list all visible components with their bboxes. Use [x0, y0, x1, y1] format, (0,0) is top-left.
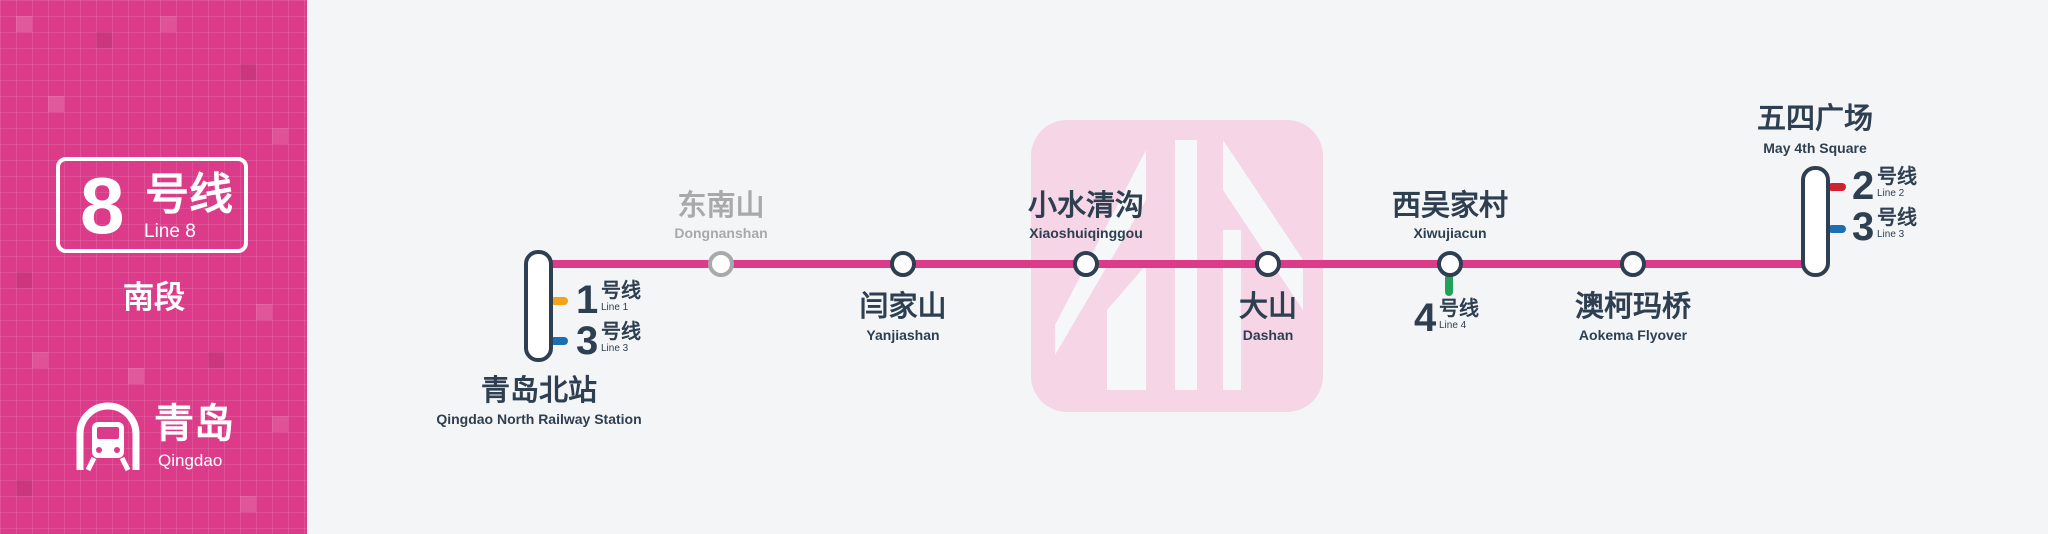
- mosaic-tile: [256, 304, 272, 320]
- station-marker-dashan[interactable]: [1255, 251, 1281, 277]
- station-marker-qingdao-north[interactable]: [524, 250, 553, 362]
- transfer-line-en: Line 3: [1877, 229, 1905, 240]
- station-marker-yanjiashan[interactable]: [890, 251, 916, 277]
- mosaic-tile: [208, 352, 224, 368]
- station-name-cn: 五四广场: [1756, 101, 1874, 135]
- line-badge: 8 号线 Line 8: [56, 157, 248, 253]
- station-name-en: Qingdao North Railway Station: [436, 411, 642, 427]
- mosaic-tile: [32, 352, 48, 368]
- station-name-en: Aokema Flyover: [1578, 327, 1688, 343]
- station-name-en: Xiaoshuiqinggou: [1029, 225, 1143, 241]
- transfer-stub-line3: [550, 337, 568, 345]
- mosaic-tile: [128, 368, 144, 384]
- transfer-stub-line1: [550, 297, 568, 305]
- mosaic-tile: [16, 272, 32, 288]
- mosaic-tile: [272, 128, 288, 144]
- transfer-line-number: 2: [1852, 164, 1875, 208]
- line-name-en: Line 8: [144, 221, 196, 242]
- station-name-cn: 澳柯玛桥: [1574, 289, 1692, 323]
- station-name-en: May 4th Square: [1763, 140, 1867, 156]
- station-marker-dongnanshan[interactable]: [708, 251, 734, 277]
- station-name-cn: 大山: [1238, 289, 1298, 323]
- transfer-line-cn: 号线: [1877, 207, 1917, 229]
- station-marker-aokema[interactable]: [1620, 251, 1646, 277]
- transfer-line-number: 1: [576, 278, 599, 322]
- city-name-en: Qingdao: [158, 451, 223, 470]
- station-name-en: Yanjiashan: [866, 327, 940, 343]
- station-name-cn: 青岛北站: [480, 373, 598, 407]
- mosaic-tile: [240, 64, 256, 80]
- mosaic-tile: [16, 480, 32, 496]
- station-marker-may4th[interactable]: [1801, 166, 1830, 277]
- station-marker-xiaoshuiqinggou[interactable]: [1073, 251, 1099, 277]
- city-name-cn: 青岛: [154, 402, 234, 446]
- mosaic-tile: [48, 96, 64, 112]
- transfer-line-en: Line 2: [1877, 188, 1905, 199]
- transfer-line-cn: 号线: [1439, 298, 1479, 320]
- station-name-en: Dongnanshan: [674, 225, 768, 241]
- mosaic-tile: [96, 32, 112, 48]
- transfer-stub-line3: [1828, 225, 1846, 233]
- line-sidebar: 8 号线 Line 8 南段 青岛 Qingdao: [0, 0, 307, 534]
- line-name-cn: 号线: [145, 170, 233, 219]
- station-name-en: Xiwujiacun: [1413, 225, 1487, 241]
- mosaic-tile: [272, 416, 288, 432]
- transfer-line-number: 3: [1852, 205, 1875, 249]
- transfer-line-en: Line 1: [601, 302, 629, 313]
- station-name-cn: 东南山: [677, 188, 765, 222]
- transfer-stub-line2: [1828, 183, 1846, 191]
- mosaic-tile: [240, 496, 256, 512]
- mosaic-tile: [160, 16, 176, 32]
- mosaic-tile: [16, 16, 32, 32]
- station-name-cn: 闫家山: [859, 289, 947, 323]
- transfer-line-en: Line 4: [1439, 320, 1467, 331]
- line-number: 8: [80, 161, 125, 250]
- transfer-line-en: Line 3: [601, 343, 629, 354]
- transfer-line-cn: 号线: [601, 321, 641, 343]
- station-name-cn: 西吴家村: [1391, 188, 1509, 222]
- metro-train-icon: [76, 402, 140, 472]
- station-name-cn: 小水清沟: [1027, 188, 1145, 222]
- transfer-stub-line4: [1445, 274, 1453, 296]
- transfer-line-cn: 号线: [1877, 166, 1917, 188]
- station-marker-xiwujiacun[interactable]: [1437, 251, 1463, 277]
- station-name-en: Dashan: [1242, 327, 1294, 343]
- transfer-line-number: 4: [1414, 296, 1437, 340]
- segment-label: 南段: [123, 280, 185, 315]
- transfer-line-cn: 号线: [601, 280, 641, 302]
- transfer-line-number: 3: [576, 319, 599, 363]
